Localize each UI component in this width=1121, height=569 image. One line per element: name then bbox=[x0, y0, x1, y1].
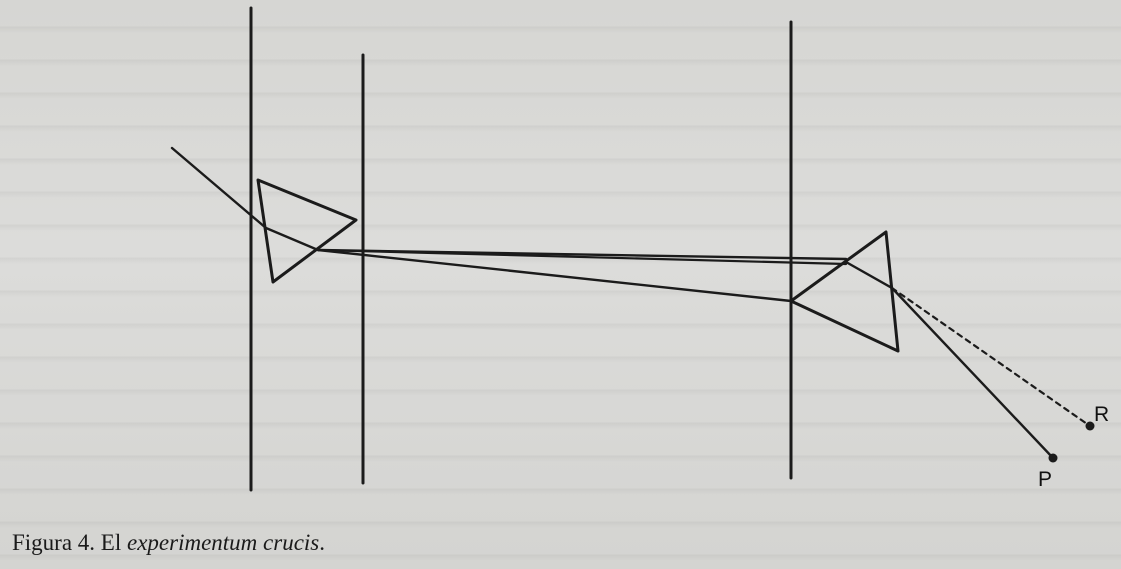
point-P-dot bbox=[1048, 453, 1058, 463]
figure-caption: Figura 4. El experimentum crucis. bbox=[12, 530, 325, 556]
incident-ray bbox=[170, 146, 268, 230]
ray-inside-prism-2 bbox=[844, 260, 894, 290]
prism-1 bbox=[256, 178, 358, 284]
ray-inside-prism-1 bbox=[264, 226, 320, 252]
point-R-label: R bbox=[1094, 403, 1109, 426]
beam-lower bbox=[316, 248, 793, 303]
beam-middle bbox=[316, 248, 848, 266]
ray-to-R bbox=[890, 286, 1092, 428]
point-R-dot bbox=[1085, 421, 1095, 431]
point-P-label: P bbox=[1038, 468, 1052, 491]
ray-to-P bbox=[890, 286, 1055, 460]
caption-italic: experimentum crucis bbox=[127, 530, 320, 555]
caption-suffix: . bbox=[319, 530, 325, 555]
caption-prefix: Figura 4. El bbox=[12, 530, 127, 555]
prism-2 bbox=[789, 230, 900, 353]
